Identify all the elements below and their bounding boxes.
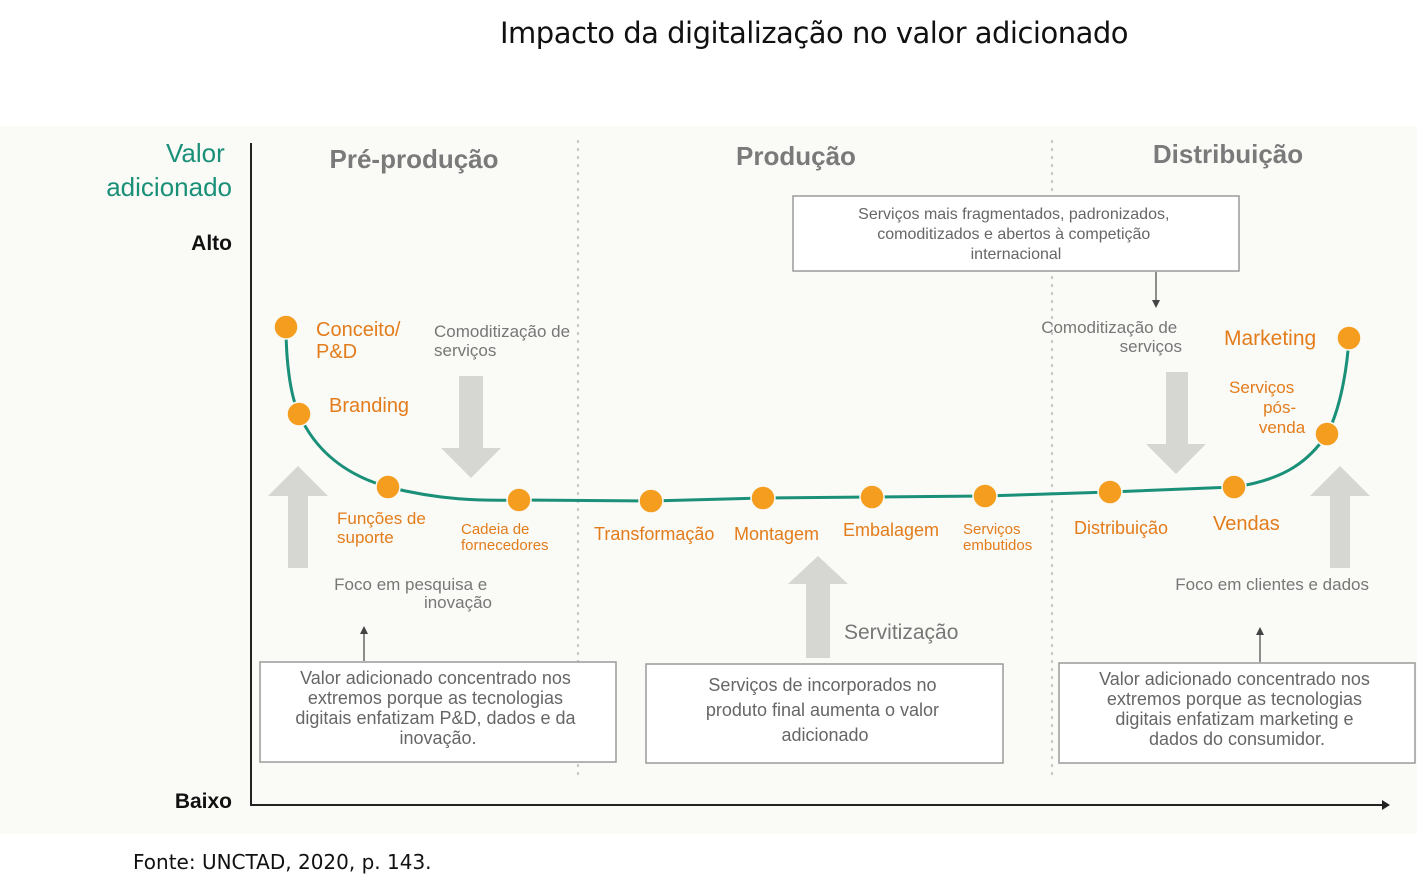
- stage-marketing-label: Marketing: [1224, 327, 1316, 350]
- down-arrow-right: [1146, 372, 1206, 474]
- stage-servicos-embutidos-label: Serviços embutidos: [963, 521, 1032, 554]
- node-branding: [286, 401, 312, 427]
- y-low-label: Baixo: [175, 790, 232, 813]
- focus-right-label: Foco em clientes e dados: [1175, 575, 1369, 594]
- box-right-marketing: [1058, 662, 1416, 764]
- up-arrow-right: [1310, 466, 1370, 568]
- node-embalagem: [859, 484, 885, 510]
- down-arrow-left: [441, 376, 501, 478]
- stage-transformacao-label: Transformação: [594, 524, 714, 544]
- node-servicos-embutidos: [972, 483, 998, 509]
- x-axis-arrowhead: [1382, 800, 1390, 810]
- stage-distribuicao-label: Distribuição: [1074, 518, 1168, 538]
- focus-left-label: Foco em pesquisa e inovação: [334, 575, 492, 612]
- box-top-fragmentation: [792, 195, 1240, 272]
- node-montagem: [750, 485, 776, 511]
- box-left-text: Valor adicionado concentrado nos extremo…: [295, 668, 580, 748]
- servitization-label: Servitização: [844, 621, 958, 644]
- phase-production: Produção: [736, 141, 856, 171]
- node-pos-venda: [1314, 421, 1340, 447]
- box-right-text: Valor adicionado concentrado nos extremo…: [1099, 669, 1375, 749]
- node-cadeia: [506, 487, 532, 513]
- box-left-rd: [259, 661, 617, 763]
- stage-pos-venda-label: Serviços pós- venda: [1229, 378, 1306, 437]
- stage-embalagem-label: Embalagem: [843, 520, 939, 540]
- node-transformacao: [638, 488, 664, 514]
- box-middle-servitization: [645, 663, 1004, 764]
- comod-right-label: Comoditização de serviços: [1041, 318, 1182, 356]
- node-conceito: [273, 314, 299, 340]
- node-funcoes: [375, 474, 401, 500]
- connector-left-head: [360, 626, 368, 634]
- up-arrow-middle: [788, 556, 848, 658]
- stage-vendas-label: Vendas: [1213, 513, 1280, 535]
- y-axis-label: Valor adicionado: [106, 138, 232, 202]
- up-arrow-left: [268, 466, 328, 568]
- stage-labels: Conceito/ P&D Branding Funções de suport…: [316, 319, 1316, 554]
- box-top-text: Serviços mais fragmentados, padronizados…: [858, 206, 1174, 263]
- stage-funcoes-label: Funções de suporte: [337, 509, 431, 547]
- stage-montagem-label: Montagem: [734, 524, 819, 544]
- source-note: Fonte: UNCTAD, 2020, p. 143.: [133, 850, 432, 874]
- box-middle-text: Serviços de incorporados no produto fina…: [706, 675, 944, 745]
- stage-conceito-label: Conceito/ P&D: [316, 319, 406, 363]
- node-distribuicao: [1097, 479, 1123, 505]
- node-vendas: [1221, 474, 1247, 500]
- connector-top-head: [1152, 300, 1160, 308]
- annotations: Comoditização de serviços Comoditização …: [334, 318, 1369, 644]
- stage-branding-label: Branding: [329, 395, 409, 417]
- comod-left-label: Comoditização de serviços: [434, 322, 575, 360]
- node-marketing: [1336, 325, 1362, 351]
- diagram-title: Impacto da digitalização no valor adicio…: [499, 16, 1129, 50]
- y-high-label: Alto: [191, 232, 232, 255]
- phase-distribution: Distribuição: [1153, 139, 1303, 169]
- value-nodes: [273, 314, 1362, 514]
- phase-pre-production: Pré-produção: [329, 144, 498, 174]
- connector-right-head: [1256, 627, 1264, 635]
- stage-cadeia-label: Cadeia de fornecedores: [461, 521, 549, 554]
